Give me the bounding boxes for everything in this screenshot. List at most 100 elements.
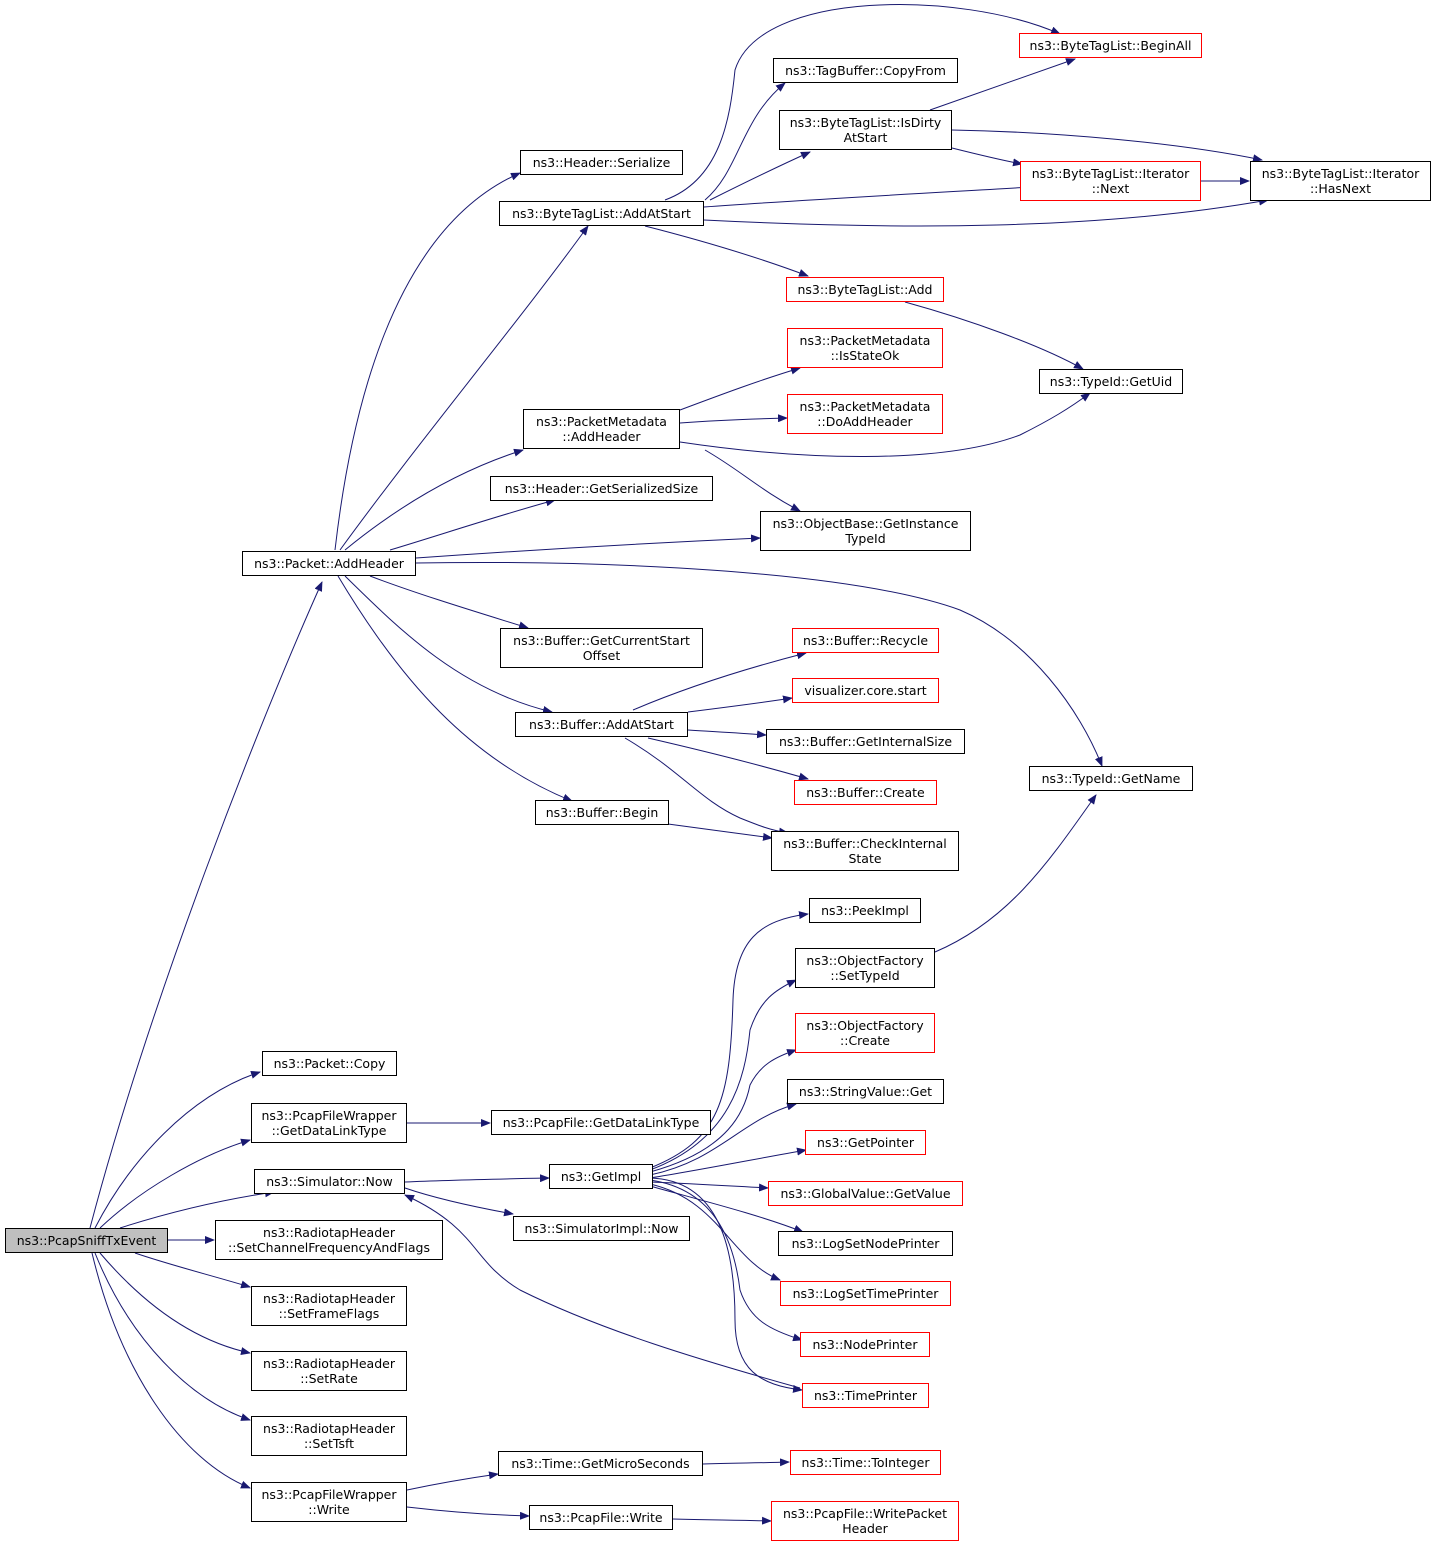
edge-bufaddatstart-to-checkinternal — [624, 737, 789, 836]
node-pcapfile-writepacketheader[interactable]: ns3::PcapFile::WritePacket Header — [771, 1501, 959, 1541]
node-tagbuffer-copyfrom[interactable]: ns3::TagBuffer::CopyFrom — [773, 58, 958, 83]
node-timeprinter[interactable]: ns3::TimePrinter — [802, 1383, 929, 1408]
node-buffer-create[interactable]: ns3::Buffer::Create — [794, 780, 937, 805]
node-objectbase-getinstancetypeid[interactable]: ns3::ObjectBase::GetInstance TypeId — [760, 511, 971, 551]
node-packet-copy[interactable]: ns3::Packet::Copy — [262, 1051, 397, 1076]
node-label: ns3::Packet::AddHeader — [254, 556, 404, 571]
node-buffer-checkinternalstate[interactable]: ns3::Buffer::CheckInternal State — [771, 831, 959, 871]
edge-pm-to-isstateok — [679, 366, 801, 411]
node-label-line2: ::IsStateOk — [830, 348, 900, 363]
node-bytetaglist-iterator-next[interactable]: ns3::ByteTagList::Iterator ::Next — [1020, 161, 1201, 201]
node-label-line2: ::HasNext — [1309, 181, 1372, 196]
node-logsetnodeprinter[interactable]: ns3::LogSetNodePrinter — [778, 1231, 953, 1256]
node-time-tointeger[interactable]: ns3::Time::ToInteger — [790, 1450, 941, 1475]
node-radiotap-setframeflags[interactable]: ns3::RadiotapHeader ::SetFrameFlags — [251, 1286, 407, 1326]
node-label-line2: ::SetTsft — [303, 1436, 355, 1451]
node-label-line1: ns3::PacketMetadata — [799, 399, 931, 414]
node-label-line2: ::SetFrameFlags — [278, 1306, 380, 1321]
node-label: ns3::TagBuffer::CopyFrom — [785, 63, 946, 78]
edge-getimpl-to-nodeprinter — [649, 1179, 803, 1342]
node-packetmetadata-addheader[interactable]: ns3::PacketMetadata ::AddHeader — [523, 409, 680, 449]
node-logsettimeprinter[interactable]: ns3::LogSetTimePrinter — [780, 1281, 951, 1306]
node-label: ns3::Buffer::Create — [806, 785, 925, 800]
edge-addatstart-to-hasnext — [703, 197, 1269, 227]
node-label: ns3::Packet::Copy — [273, 1056, 386, 1071]
node-label-line2: ::DoAddHeader — [817, 414, 913, 429]
node-label-line1: ns3::PacketMetadata — [536, 414, 667, 429]
edge-root-to-addheader — [89, 581, 323, 1229]
node-label: visualizer.core.start — [804, 683, 927, 698]
node-getpointer[interactable]: ns3::GetPointer — [805, 1130, 926, 1155]
node-nodeprinter[interactable]: ns3::NodePrinter — [800, 1332, 930, 1357]
node-header-getserializedsize[interactable]: ns3::Header::GetSerializedSize — [490, 476, 713, 501]
node-packet-add-header[interactable]: ns3::Packet::AddHeader — [242, 551, 416, 576]
node-label-line2: State — [848, 851, 882, 866]
node-buffer-addatstart[interactable]: ns3::Buffer::AddAtStart — [515, 712, 688, 737]
node-bytetaglist-add[interactable]: ns3::ByteTagList::Add — [786, 277, 944, 302]
node-label: ns3::LogSetTimePrinter — [792, 1286, 939, 1301]
node-label: ns3::StringValue::Get — [798, 1084, 933, 1099]
edge-addheader-to-getserializedsize — [389, 498, 556, 551]
node-buffer-getinternalsize[interactable]: ns3::Buffer::GetInternalSize — [766, 729, 965, 754]
node-label: ns3::ByteTagList::Add — [797, 282, 933, 297]
node-peekimpl[interactable]: ns3::PeekImpl — [809, 898, 921, 923]
node-label-line1: ns3::PcapFileWrapper — [261, 1487, 397, 1502]
edge-getimpl-to-getpointer — [649, 1147, 807, 1179]
node-label-line1: ns3::Buffer::GetCurrentStart — [513, 633, 690, 648]
node-getimpl[interactable]: ns3::GetImpl — [549, 1164, 653, 1189]
edge-addheader-to-buffer-begin — [337, 575, 573, 802]
node-bytetaglist-addatstart[interactable]: ns3::ByteTagList::AddAtStart — [499, 201, 704, 226]
node-packetmetadata-isstateok[interactable]: ns3::PacketMetadata ::IsStateOk — [787, 328, 943, 368]
node-label-line1: ns3::ByteTagList::IsDirty — [789, 115, 942, 130]
node-label: ns3::TypeId::GetUid — [1049, 374, 1173, 389]
node-pcapfilewrapper-write[interactable]: ns3::PcapFileWrapper ::Write — [251, 1482, 407, 1522]
node-label: ns3::Buffer::GetInternalSize — [778, 734, 953, 749]
edge-pm-to-getuid — [679, 392, 1091, 457]
node-label-line1: ns3::Buffer::CheckInternal — [783, 836, 947, 851]
node-bytetaglist-iterator-hasnext[interactable]: ns3::ByteTagList::Iterator ::HasNext — [1250, 161, 1431, 201]
node-time-getmicroseconds[interactable]: ns3::Time::GetMicroSeconds — [498, 1451, 703, 1476]
node-label-line1: ns3::PcapFileWrapper — [261, 1108, 397, 1123]
node-pcapfile-getdatalinktype[interactable]: ns3::PcapFile::GetDataLinkType — [491, 1110, 711, 1135]
node-label: ns3::Time::ToInteger — [801, 1455, 930, 1470]
node-objectfactory-settypeid[interactable]: ns3::ObjectFactory ::SetTypeId — [795, 948, 935, 988]
node-packetmetadata-doaddheader[interactable]: ns3::PacketMetadata ::DoAddHeader — [787, 394, 943, 434]
node-radiotap-setchannel[interactable]: ns3::RadiotapHeader ::SetChannelFrequenc… — [215, 1220, 443, 1260]
edge-addheader-to-bytetaglist-addatstart — [339, 225, 589, 551]
node-visualizer-core-start[interactable]: visualizer.core.start — [792, 678, 939, 703]
node-label: ns3::NodePrinter — [812, 1337, 918, 1352]
node-typeid-getuid[interactable]: ns3::TypeId::GetUid — [1039, 369, 1183, 394]
node-globalvalue-getvalue[interactable]: ns3::GlobalValue::GetValue — [768, 1181, 963, 1206]
edge-pm-to-doaddheader — [679, 414, 788, 424]
node-simulator-now[interactable]: ns3::Simulator::Now — [254, 1169, 405, 1194]
node-label: ns3::Simulator::Now — [266, 1174, 393, 1189]
edge-addatstart-to-next — [703, 183, 1033, 208]
node-pcapfilewrapper-getdatalinktype[interactable]: ns3::PcapFileWrapper ::GetDataLinkType — [251, 1103, 407, 1143]
node-label-line1: ns3::RadiotapHeader — [263, 1421, 395, 1436]
node-label-line1: ns3::ByteTagList::Iterator — [1031, 166, 1190, 181]
node-label-line2: TypeId — [845, 531, 886, 546]
node-bytetaglist-isdirtyatstart[interactable]: ns3::ByteTagList::IsDirty AtStart — [779, 110, 952, 150]
node-simulatorimpl-now[interactable]: ns3::SimulatorImpl::Now — [513, 1216, 690, 1241]
node-label: ns3::GetPointer — [817, 1135, 914, 1150]
node-buffer-recycle[interactable]: ns3::Buffer::Recycle — [792, 628, 939, 653]
node-header-serialize[interactable]: ns3::Header::Serialize — [520, 150, 683, 175]
edge-getimpl-to-ofcreate — [649, 1049, 797, 1173]
node-buffer-getcurrentstartoffset[interactable]: ns3::Buffer::GetCurrentStart Offset — [500, 628, 703, 668]
node-objectfactory-create[interactable]: ns3::ObjectFactory ::Create — [795, 1013, 935, 1053]
node-pcap-sniff-tx-event[interactable]: ns3::PcapSniffTxEvent — [5, 1228, 168, 1253]
node-bytetaglist-beginall[interactable]: ns3::ByteTagList::BeginAll — [1019, 33, 1202, 58]
edge-pfwwrite-to-pcapfilewrite — [406, 1506, 530, 1520]
edge-addatstart-to-copyfrom — [704, 82, 786, 201]
node-radiotap-settsft[interactable]: ns3::RadiotapHeader ::SetTsft — [251, 1416, 407, 1456]
node-stringvalue-get[interactable]: ns3::StringValue::Get — [787, 1079, 944, 1104]
node-buffer-begin[interactable]: ns3::Buffer::Begin — [535, 800, 669, 825]
node-label-line1: ns3::PcapFile::WritePacket — [782, 1506, 948, 1521]
node-pcapfile-write[interactable]: ns3::PcapFile::Write — [529, 1505, 673, 1530]
node-radiotap-setrate[interactable]: ns3::RadiotapHeader ::SetRate — [251, 1351, 407, 1391]
node-typeid-getname[interactable]: ns3::TypeId::GetName — [1029, 766, 1193, 791]
edge-addheader-to-getinstancetypeid — [415, 534, 761, 559]
node-label: ns3::GlobalValue::GetValue — [780, 1186, 951, 1201]
